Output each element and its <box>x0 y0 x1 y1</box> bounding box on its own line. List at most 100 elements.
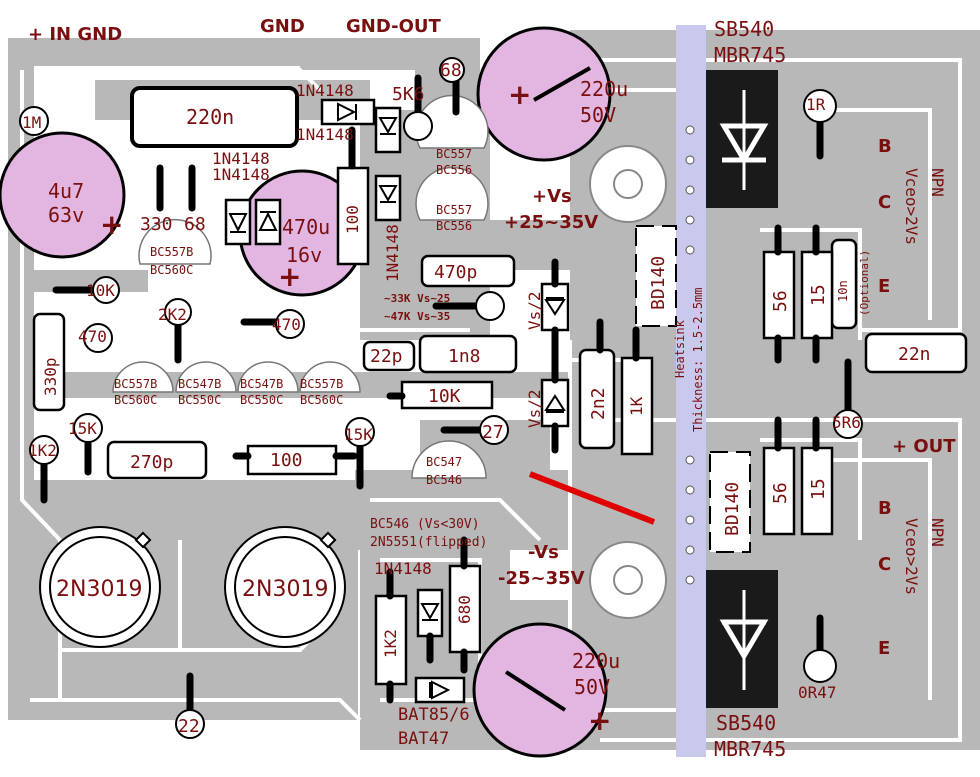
label-q-pair-1a: BC557B <box>114 377 157 391</box>
label-gnd: GND <box>260 16 305 37</box>
label-gnd-out: GND-OUT <box>346 16 442 37</box>
label-r-56-top: 56 <box>770 290 791 312</box>
heatsink-mount-holes <box>685 125 695 585</box>
label-q-pair-3a: BC547B <box>240 377 283 391</box>
label-q-pair-1b: BC560C <box>114 393 157 407</box>
label-d-1n4148-a: 1N4148 <box>296 81 354 100</box>
label-vs-half-bottom: Vs/2 <box>525 389 544 428</box>
label-vs-half-top: Vs/2 <box>525 291 544 330</box>
label-vceo-top: Vceo>2Vs <box>902 168 921 245</box>
label-c-10n: 10n <box>836 280 850 302</box>
label-c-22p: 22p <box>370 346 403 367</box>
label-r-1k: 1K <box>627 396 646 416</box>
label-npn-top: NPN <box>928 168 947 197</box>
label-c-2n2: 2n2 <box>588 387 609 420</box>
label-pin-e-bottom: E <box>878 638 890 659</box>
label-r-27: 27 <box>482 422 504 443</box>
mount-pads <box>589 145 667 619</box>
label-d-1n4148-c: 1N4148 <box>212 149 270 168</box>
label-npn-bottom: NPN <box>928 518 947 547</box>
label-plus-vs: +Vs <box>532 186 572 207</box>
diode-package-bottom <box>706 570 778 708</box>
capacitor-220u-bottom: + <box>472 622 611 758</box>
label-r-2k2: 2K2 <box>158 305 187 324</box>
label-in-gnd: + IN GND <box>28 24 122 45</box>
label-r-15-top: 15 <box>808 284 829 306</box>
label-q-bd140-bottom: BD140 <box>722 482 743 536</box>
label-pin-b-top: B <box>878 136 892 157</box>
capacitor-4u7: + <box>0 131 126 259</box>
label-q-2n3019-left: 2N3019 <box>56 577 142 602</box>
label-heatsink: Heatsink <box>673 319 687 378</box>
label-c-220n: 220n <box>186 105 234 129</box>
heatsink-band <box>676 25 706 757</box>
transistor-2n3019-left <box>39 526 161 648</box>
label-c-1n8: 1n8 <box>448 346 481 367</box>
label-c-220u-bottom-v: 50V <box>574 675 610 699</box>
label-r-100-vertical: 100 <box>343 205 362 234</box>
label-r-68-top: 68 <box>440 60 462 81</box>
label-c-470p: 470p <box>434 262 477 283</box>
svg-text:+: + <box>588 704 611 737</box>
label-r-1r: 1R <box>806 95 826 114</box>
label-q-2n3019-right: 2N3019 <box>242 577 328 602</box>
label-r-470-mid: 470 <box>272 315 301 334</box>
resistor-bodies <box>246 166 834 686</box>
label-plus-out: + OUT <box>892 436 956 457</box>
bd140-outlines <box>635 225 751 553</box>
label-d-mbr745-top: MBR745 <box>714 43 786 67</box>
label-bc546-note-1: BC546 (Vs<30V) <box>370 517 480 532</box>
label-q-bc557-1: BC557 <box>436 147 472 161</box>
svg-text:+: + <box>100 208 123 241</box>
label-q-bd140-top: BD140 <box>648 256 669 310</box>
label-q-pair-2b: BC550C <box>178 393 221 407</box>
label-d-bat-2: BAT47 <box>398 729 449 749</box>
diode-symbols <box>228 102 566 700</box>
label-pin-e-top: E <box>878 276 890 297</box>
label-bc546-note-2: 2N5551(flipped) <box>370 535 487 550</box>
svg-text:+: + <box>278 260 301 293</box>
board-labels: + IN GND GND GND-OUT +Vs +25~35V -Vs -25… <box>28 16 956 659</box>
label-q-bc560c-top: BC560C <box>150 263 193 277</box>
vertical-labels: NPN Vceo>2Vs NPN Vceo>2Vs Heatsink Thick… <box>41 168 947 658</box>
label-minus-vs-range: -25~35V <box>498 568 585 589</box>
label-q-bc546: BC546 <box>426 473 462 487</box>
label-r-15-bottom: 15 <box>808 478 829 500</box>
label-c-220u-top: 220u <box>580 77 628 101</box>
label-r-1m: 1M <box>22 113 41 132</box>
label-c-22n: 22n <box>898 344 931 365</box>
label-r-56-bottom: 56 <box>770 482 791 504</box>
label-r-100-horizontal: 100 <box>270 450 303 471</box>
label-d-1n4148-e: 1N4148 <box>212 165 270 184</box>
label-c-470u-v: 16v <box>286 243 322 267</box>
label-c-4u7-v: 63v <box>48 203 84 227</box>
label-r-15k-left: 15K <box>68 419 97 438</box>
label-c-470u: 470u <box>282 215 330 239</box>
label-q-bc556-1: BC556 <box>436 163 472 177</box>
label-c-270p: 270p <box>130 452 173 473</box>
label-c-220u-top-v: 50V <box>580 103 616 127</box>
label-minus-vs: -Vs <box>528 542 559 563</box>
label-c-220u-bottom: 220u <box>572 649 620 673</box>
label-pin-c-top: C <box>878 192 891 213</box>
label-d-1n4148-vertical: 1N4148 <box>383 224 402 282</box>
label-res-note-2: ~47K Vs~35 <box>384 310 450 323</box>
label-r-0r47: 0R47 <box>798 683 837 702</box>
label-q-pair-4a: BC557B <box>300 377 343 391</box>
svg-text:+: + <box>508 78 531 111</box>
label-pin-c-bottom: C <box>878 554 891 575</box>
ground-link-jumper <box>528 471 656 525</box>
label-heatsink-thickness: Thickness: 1.5-2.5mm <box>691 288 705 433</box>
part-labels: 220n 4u7 63v 470u 16v 220u 50V 220u 50V … <box>22 17 931 761</box>
label-d-1n4148-b: 1N4148 <box>296 125 354 144</box>
label-q-bc556-2: BC556 <box>436 219 472 233</box>
capacitor-220u-top: + <box>476 26 612 162</box>
label-c-10n-note: (Optional) <box>858 250 871 316</box>
label-r-68-left: 68 <box>184 214 206 235</box>
label-r-5r6: 5R6 <box>832 413 861 432</box>
label-c-330p: 330p <box>41 357 60 396</box>
label-vceo-bottom: Vceo>2Vs <box>902 518 921 595</box>
label-r-10k-mid: 10K <box>428 386 461 407</box>
label-q-pair-3b: BC550C <box>240 393 283 407</box>
